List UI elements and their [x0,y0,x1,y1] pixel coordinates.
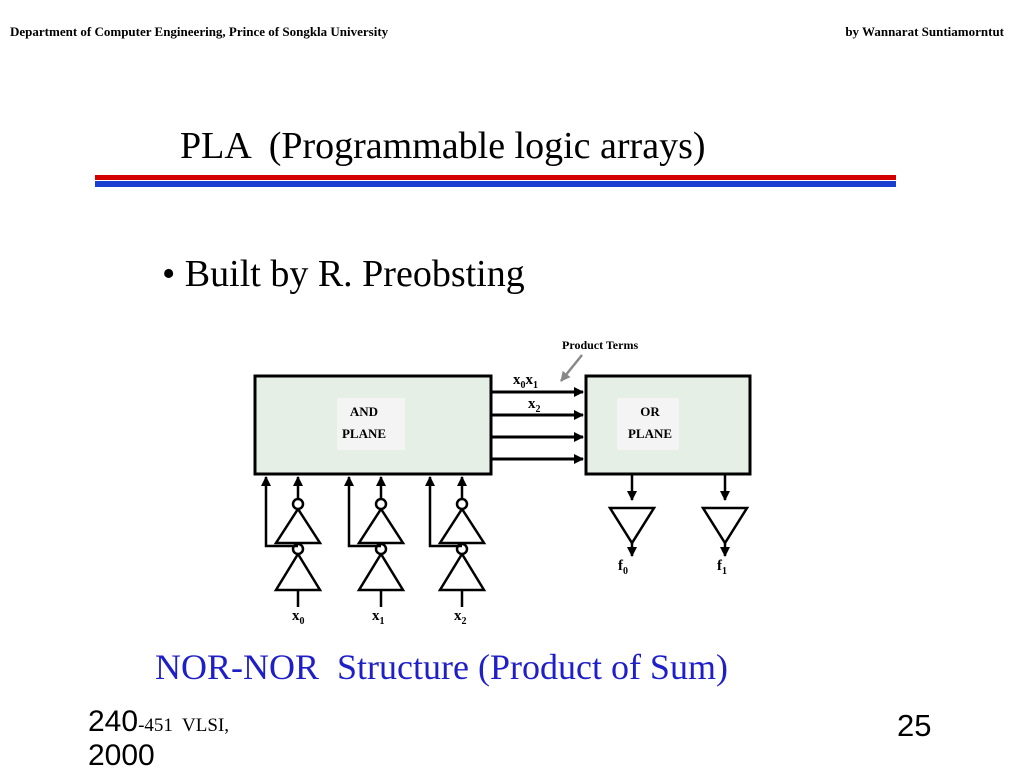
input-stage-x2 [425,476,487,607]
and-plane-label-1: AND [350,404,378,419]
product-terms-label: Product Terms [562,338,638,352]
input-label-x0: x0 [292,608,305,627]
or-plane-label-box [617,398,679,450]
title-rule-red [95,175,896,180]
footer-course: 240-451 VLSI, 2000 [88,705,229,773]
and-plane-label-box [337,398,405,450]
output-buffer-f1 [700,474,750,557]
footer-course-rest: -451 VLSI, [138,715,230,736]
term-x2-label: x2 [528,396,541,415]
term-x0x1-label: x0x1 [513,372,538,391]
slide-title: PLA (Programmable logic arrays) [180,125,706,167]
page-number: 25 [897,708,932,743]
pla-diagram: AND PLANE OR PLANE Product Terms x0x1 x2 [253,338,752,627]
input-stage-x1 [344,476,406,607]
input-stage-x0 [261,476,323,607]
or-plane-label-2: PLANE [628,426,672,441]
structure-caption: NOR-NOR Structure (Product of Sum) [155,647,728,687]
title-rule-blue [95,181,896,187]
or-plane-label-1: OR [640,404,660,419]
input-label-x2: x2 [454,608,467,627]
output-label-f0: f0 [618,558,628,577]
footer-course-number: 240 [88,705,139,738]
input-label-x1: x1 [372,608,385,627]
footer-year: 2000 [88,739,155,772]
output-label-f1: f1 [717,558,727,577]
header-department: Department of Computer Engineering, Prin… [10,24,389,39]
bullet-built-by: • Built by R. Preobsting [162,253,525,295]
header-author: by Wannarat Suntiamorntut [845,24,1004,39]
and-plane-label-2: PLANE [342,426,386,441]
output-buffer-f0 [607,474,657,557]
product-terms-pointer [560,354,583,382]
